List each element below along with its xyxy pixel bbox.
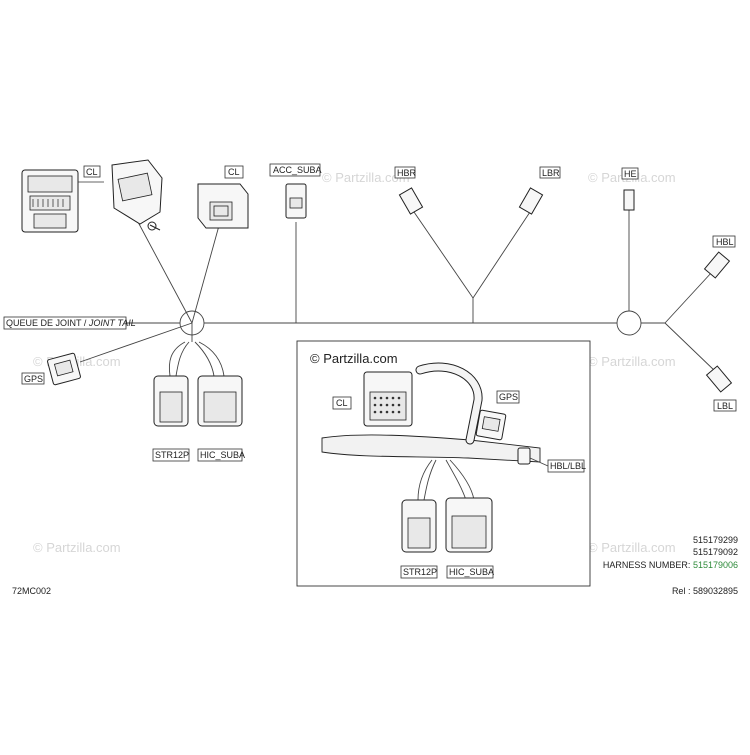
inset-brand: © Partzilla.com	[310, 351, 398, 366]
inset-str12p-label: STR12P	[403, 567, 437, 577]
hbr-label: HBR	[397, 168, 417, 178]
figure-code: 72MC002	[12, 586, 51, 596]
inset-gps-label: GPS	[499, 392, 518, 402]
lbl-label: LBL	[717, 401, 733, 411]
svg-text:HARNESS NUMBER: 515179006: HARNESS NUMBER: 515179006	[603, 560, 738, 570]
hbl-label: HBL	[716, 237, 734, 247]
part-number-3: 515179006	[693, 560, 738, 570]
lbr-connector: LBR	[518, 166, 561, 215]
harness-trunk	[4, 210, 717, 373]
inset-panel: © Partzilla.com CL GPS HBL/LBL	[296, 340, 591, 587]
joint-tail-fr: QUEUE DE JOINT /	[6, 318, 89, 328]
gps-connector-left: GPS	[21, 352, 81, 386]
cl-connector-box	[197, 183, 249, 229]
watermark-7: © Partzilla.com	[588, 540, 676, 555]
svg-text:QUEUE DE JOINT / JOINT TAIL: QUEUE DE JOINT / JOINT TAIL	[6, 318, 136, 328]
part-number-1: 515179299	[693, 535, 738, 545]
junction-right	[616, 310, 642, 336]
lbr-label: LBR	[542, 168, 560, 178]
watermark-4: © Partzilla.com	[588, 354, 676, 369]
cl-label-left: CL	[83, 165, 101, 178]
part-numbers: 515179299 515179092 HARNESS NUMBER: 5151…	[603, 535, 738, 570]
cl-connector-mounted	[21, 169, 104, 233]
cl-connector-bracket	[111, 159, 163, 231]
str12p-hic-suba-pair: STR12P HIC_SUBA	[152, 341, 245, 462]
part-number-2: 515179092	[693, 547, 738, 557]
acc-suba-connector: ACC_SUBA	[269, 163, 322, 219]
hbr-connector: HBR	[394, 166, 424, 215]
watermark-1: © Partzilla.com	[322, 170, 410, 185]
inset-hbl-lbl-label: HBL/LBL	[550, 461, 586, 471]
joint-tail-label: QUEUE DE JOINT / JOINT TAIL	[3, 316, 136, 330]
cl-label-top-text: CL	[228, 167, 240, 177]
watermark-5: © Partzilla.com	[33, 540, 121, 555]
str12p-label: STR12P	[155, 450, 189, 460]
cl-label-left-text: CL	[86, 167, 98, 177]
gps-label-left: GPS	[24, 374, 43, 384]
harness-number-label: HARNESS NUMBER:	[603, 560, 693, 570]
lbl-connector: LBL	[705, 365, 737, 412]
inset-hic-suba-label: HIC_SUBA	[449, 567, 494, 577]
hic-suba-label: HIC_SUBA	[200, 450, 245, 460]
reference-number: Rel : 589032895	[672, 586, 738, 596]
joint-tail-en: JOINT TAIL	[88, 318, 136, 328]
hbl-connector: HBL	[703, 235, 736, 279]
acc-suba-label: ACC_SUBA	[273, 165, 322, 175]
he-label: HE	[624, 169, 637, 179]
cl-label-top: CL	[224, 165, 244, 179]
he-connector: HE	[621, 167, 639, 211]
inset-cl-label: CL	[336, 398, 348, 408]
